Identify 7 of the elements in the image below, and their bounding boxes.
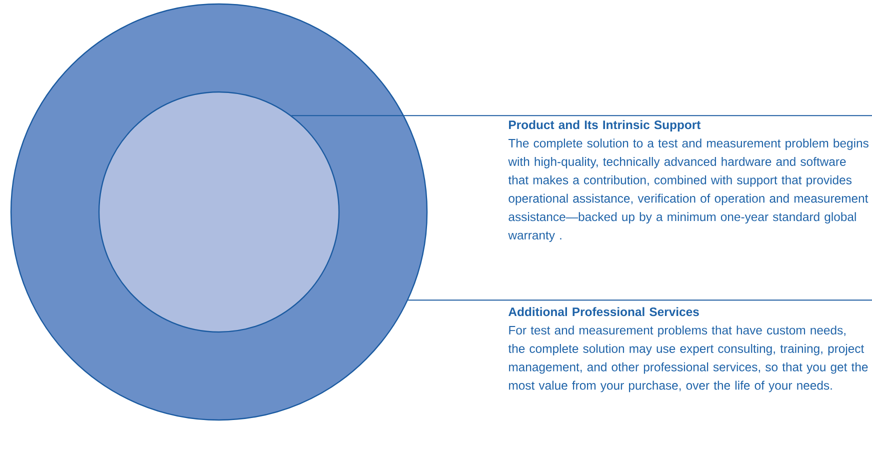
leader-line	[291, 115, 872, 116]
description: For test and measurement problems that have custom needs, the complete solution may use expert consulting, training, project management, and other professional services, so that you get the most value from your purchase, over the life of your needs.	[508, 326, 868, 392]
heading: Product and Its Intrinsic Support	[509, 120, 701, 132]
circle-shape	[98, 91, 340, 333]
leader-line	[408, 300, 872, 301]
description: The complete solution to a test and measurement problem begins with high-quality, technically advanced hardware and software that makes a contribution, combined with support that provides operational assistance, verification of operation and measurement assistance—backed up by a minimum one-year standard global warranty .	[508, 138, 868, 242]
heading: Additional Professional Services	[508, 307, 699, 316]
